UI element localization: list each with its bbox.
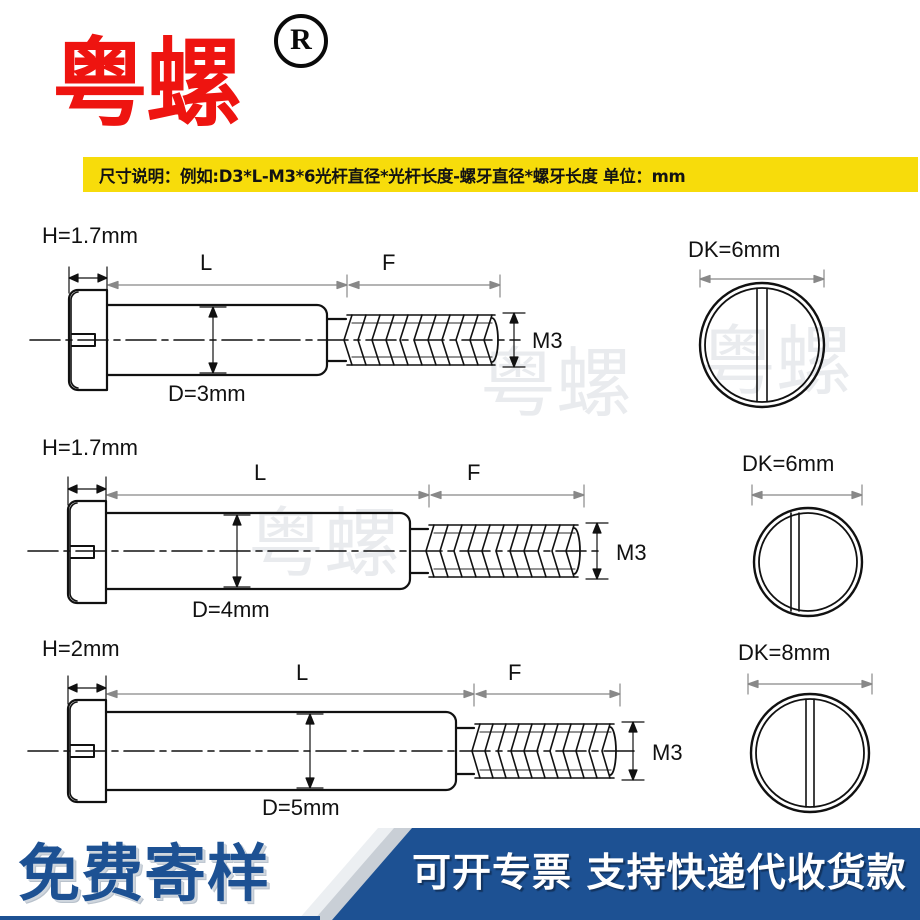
promo-banner-background: [0, 828, 920, 920]
screw-diagram-1: H=1.7mm L F M3 D=3mm DK=6mm: [29, 223, 826, 409]
label-head-height-1: H=1.7mm: [42, 223, 138, 248]
screw-head-top-view-1: [698, 281, 826, 409]
brand-logo-text: 粤螺: [52, 28, 242, 140]
promo-bottom-edge: [0, 916, 320, 920]
label-thread-size-1: M3: [532, 328, 563, 353]
screw-diagram-3: H=2mm L F M3 D=5mm DK=8mm: [27, 636, 873, 820]
dimension-H-2: [67, 476, 107, 506]
screw-head-outline-2: [66, 499, 108, 605]
dimension-L-3: [106, 683, 475, 707]
label-shank-length-3: L: [296, 660, 308, 685]
screw-head-chamfer-2: [69, 502, 78, 602]
promo-diagonal-accent-light: [298, 828, 394, 920]
screw-neck-2: [408, 527, 430, 575]
screw-neck-1: [325, 317, 348, 363]
promo-left-text: 免费寄样: [18, 837, 271, 910]
screw-head-outline-3: [66, 698, 108, 804]
screw-shank-outline-3: [104, 710, 458, 792]
dimension-D-1: [199, 306, 227, 374]
screw-shank-outline-2: [104, 511, 412, 591]
registered-trademark-icon: R: [274, 14, 328, 68]
promo-blue-shape: [330, 828, 920, 920]
label-thread-length-3: F: [508, 660, 521, 685]
promo-right-text: 可开专票 支持快递代收货款: [412, 851, 907, 896]
label-shank-length-1: L: [200, 250, 212, 275]
promo-diagonal-accent: [312, 828, 412, 920]
screw-head-top-view-2: [752, 506, 864, 618]
label-head-diameter-3: DK=8mm: [738, 640, 830, 665]
dimension-F-2: [430, 484, 585, 508]
label-shank-diameter-1: D=3mm: [168, 381, 246, 406]
label-head-height-3: H=2mm: [42, 636, 120, 661]
dimension-DK-2: [751, 484, 863, 506]
dimension-M3-1: [502, 312, 526, 368]
label-thread-size-2: M3: [616, 540, 647, 565]
screw-head-top-view-3: [749, 692, 871, 814]
dimension-H-1: [68, 266, 108, 294]
dimension-F-1: [348, 274, 501, 298]
screw-drawing-row-1: H=1.7mm L F M3 D=3mm DK=6mm: [0, 215, 920, 425]
spec-description-banner: 尺寸说明：例如:D3*L-M3*6光杆直径*光杆长度-螺牙直径*螺牙长度 单位：…: [83, 157, 918, 192]
dimension-DK-3: [747, 673, 873, 695]
label-head-diameter-1: DK=6mm: [688, 237, 780, 262]
dimension-F-3: [475, 683, 621, 707]
label-thread-length-1: F: [382, 250, 395, 275]
dimension-M3-3: [621, 721, 645, 781]
dimension-H-3: [67, 675, 107, 705]
dimension-L-1: [107, 274, 348, 298]
promo-banner: 免费寄样 可开专票 支持快递代收货款: [0, 828, 920, 920]
dimension-DK-1: [699, 269, 825, 288]
screw-head-slot-2: [70, 545, 95, 559]
dimension-D-2: [223, 514, 251, 588]
label-shank-length-2: L: [254, 460, 266, 485]
spec-description-text: 尺寸说明：例如:D3*L-M3*6光杆直径*光杆长度-螺牙直径*螺牙长度 单位：…: [99, 166, 686, 186]
screw-neck-3: [454, 726, 476, 776]
dimension-M3-2: [585, 522, 609, 580]
label-head-diameter-2: DK=6mm: [742, 451, 834, 476]
dimension-L-2: [106, 484, 430, 508]
screw-drawing-row-2: H=1.7mm L F M3 D=4mm DK=6mm: [0, 425, 920, 635]
dimension-D-3: [296, 713, 324, 789]
screw-diagram-2: H=1.7mm L F M3 D=4mm DK=6mm: [27, 435, 864, 622]
screw-drawing-row-3: H=2mm L F M3 D=5mm DK=8mm: [0, 630, 920, 835]
label-shank-diameter-2: D=4mm: [192, 597, 270, 622]
brand-logo: 粤螺 R: [52, 14, 342, 156]
label-head-height-2: H=1.7mm: [42, 435, 138, 460]
label-thread-length-2: F: [467, 460, 480, 485]
label-thread-size-3: M3: [652, 740, 683, 765]
label-shank-diameter-3: D=5mm: [262, 795, 340, 820]
screw-head-outline-1: [67, 288, 109, 392]
